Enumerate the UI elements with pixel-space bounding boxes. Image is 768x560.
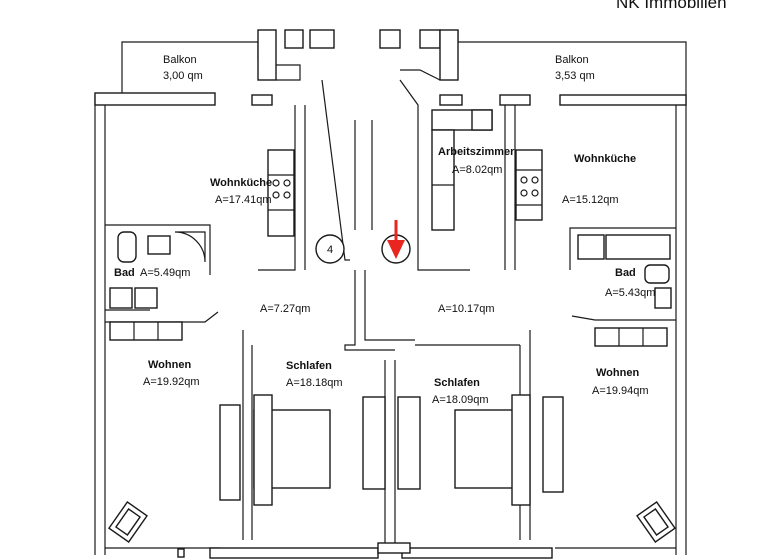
wohnen-right-name: Wohnen <box>596 367 639 379</box>
balcony-right <box>379 29 687 95</box>
bad-right-area: A=5.43qm <box>605 287 655 299</box>
shaft-right <box>379 29 401 49</box>
bad-left-area: A=5.49qm <box>140 267 190 279</box>
wohnkueche-right-name: Wohnküche <box>574 153 636 165</box>
bad-left-name: Bad <box>114 267 135 279</box>
arbeitszimmer-area: A=8.02qm <box>452 164 502 176</box>
bad-right-name: Bad <box>615 267 636 279</box>
flur-left-area: A=7.27qm <box>260 303 310 315</box>
wohnkueche-left-name: Wohnküche <box>210 177 272 189</box>
schlafen-left-name: Schlafen <box>286 360 332 372</box>
balcony-left-pillar <box>257 29 277 81</box>
arbeitszimmer-name: Arbeitszimmer <box>438 146 515 158</box>
kitchen-left <box>267 149 295 237</box>
corner-fixture-right <box>636 501 676 543</box>
schlafen-left-area: A=18.18qm <box>286 377 343 389</box>
schlafen-right-name: Schlafen <box>434 377 480 389</box>
outer-walls <box>94 92 687 555</box>
balkon-left-area: 3,00 qm <box>163 70 203 82</box>
bed-right <box>454 394 531 506</box>
schlafen-right-area: A=18.09qm <box>432 394 489 406</box>
location-marker <box>381 220 411 264</box>
arbeitszimmer-fixtures <box>431 109 493 231</box>
wohnen-right-area: A=19.94qm <box>592 385 649 397</box>
wohnkueche-left-area: A=17.41qm <box>215 194 272 206</box>
brand-text: NK Immobilien <box>616 0 727 12</box>
stair-marker-number: 4 <box>327 244 333 256</box>
shaft-left <box>309 29 335 49</box>
bathroom-left <box>109 231 206 309</box>
balkon-right-area: 3,53 qm <box>555 70 595 82</box>
corner-fixture-left <box>108 501 148 543</box>
balkon-left-name: Balkon <box>163 54 197 66</box>
flur-right-area: A=10.17qm <box>438 303 495 315</box>
balkon-right-name: Balkon <box>555 54 589 66</box>
wohnen-left-area: A=19.92qm <box>143 376 200 388</box>
wohnen-left-name: Wohnen <box>148 359 191 371</box>
wohnkueche-right-area: A=15.12qm <box>562 194 619 206</box>
location-arrow-icon <box>387 240 405 259</box>
balcony-right-pillar <box>439 29 459 81</box>
bathroom-right <box>577 234 672 309</box>
balcony-left <box>121 29 335 95</box>
windows <box>109 321 668 559</box>
bed-left <box>253 394 331 506</box>
kitchen-right <box>515 149 543 221</box>
chimney-right <box>419 29 441 49</box>
interior-walls <box>105 79 676 550</box>
stair-marker-4: 4 <box>315 234 345 264</box>
chimney-left <box>284 29 304 49</box>
